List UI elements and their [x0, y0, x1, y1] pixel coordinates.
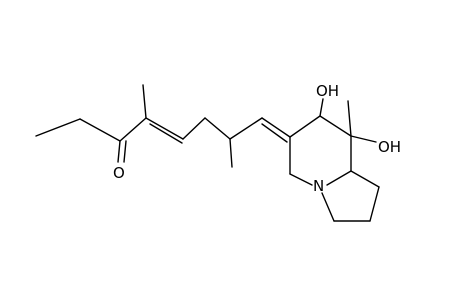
- bond-c8-oh: [350, 135, 377, 143]
- bond-pyrrolidine-c8a-c1: [350, 170, 380, 188]
- bond-ring-n-c5: [289, 173, 313, 186]
- bond-carbonyl-alkene: [119, 117, 147, 142]
- bond-chain-1: [182, 117, 206, 140]
- bond-pyrrolidine-c3-n: [321, 192, 335, 222]
- atom-labels: OH OH O N: [113, 82, 401, 195]
- bond-carbonyl-b: [123, 140, 127, 163]
- hydroxyl-label-right: OH: [378, 138, 401, 156]
- bond-c8-methyl: [347, 100, 352, 137]
- bond-pyrrolidine-c1-c2: [369, 186, 380, 222]
- bond-exocyclic-a: [261, 117, 291, 138]
- bond-carbonyl-a: [117, 140, 121, 163]
- ring-nitrogen-label: N: [313, 177, 324, 195]
- bond-c7-oh: [319, 98, 324, 117]
- hydroxyl-label-top: OH: [316, 82, 339, 100]
- bond-chain-3: [229, 117, 263, 140]
- bond-ring-c6-c7: [289, 115, 321, 138]
- bond-ring-c8a-n: [326, 170, 352, 186]
- bond-alkene-b: [149, 123, 183, 144]
- bond-ethyl-ch2-carbonyl: [79, 118, 121, 142]
- bond-exocyclic-b: [261, 123, 288, 143]
- bond-ethyl-ch3-ch2: [35, 118, 81, 137]
- bond-alkene-a: [145, 117, 184, 140]
- ketone-oxygen-label: O: [113, 164, 125, 182]
- bond-lines: [35, 84, 380, 222]
- bond-alkene-methyl: [142, 84, 147, 119]
- bond-chain-2: [204, 117, 231, 140]
- bond-ring-c7-c8: [319, 115, 352, 137]
- bond-chain-methyl: [229, 138, 233, 168]
